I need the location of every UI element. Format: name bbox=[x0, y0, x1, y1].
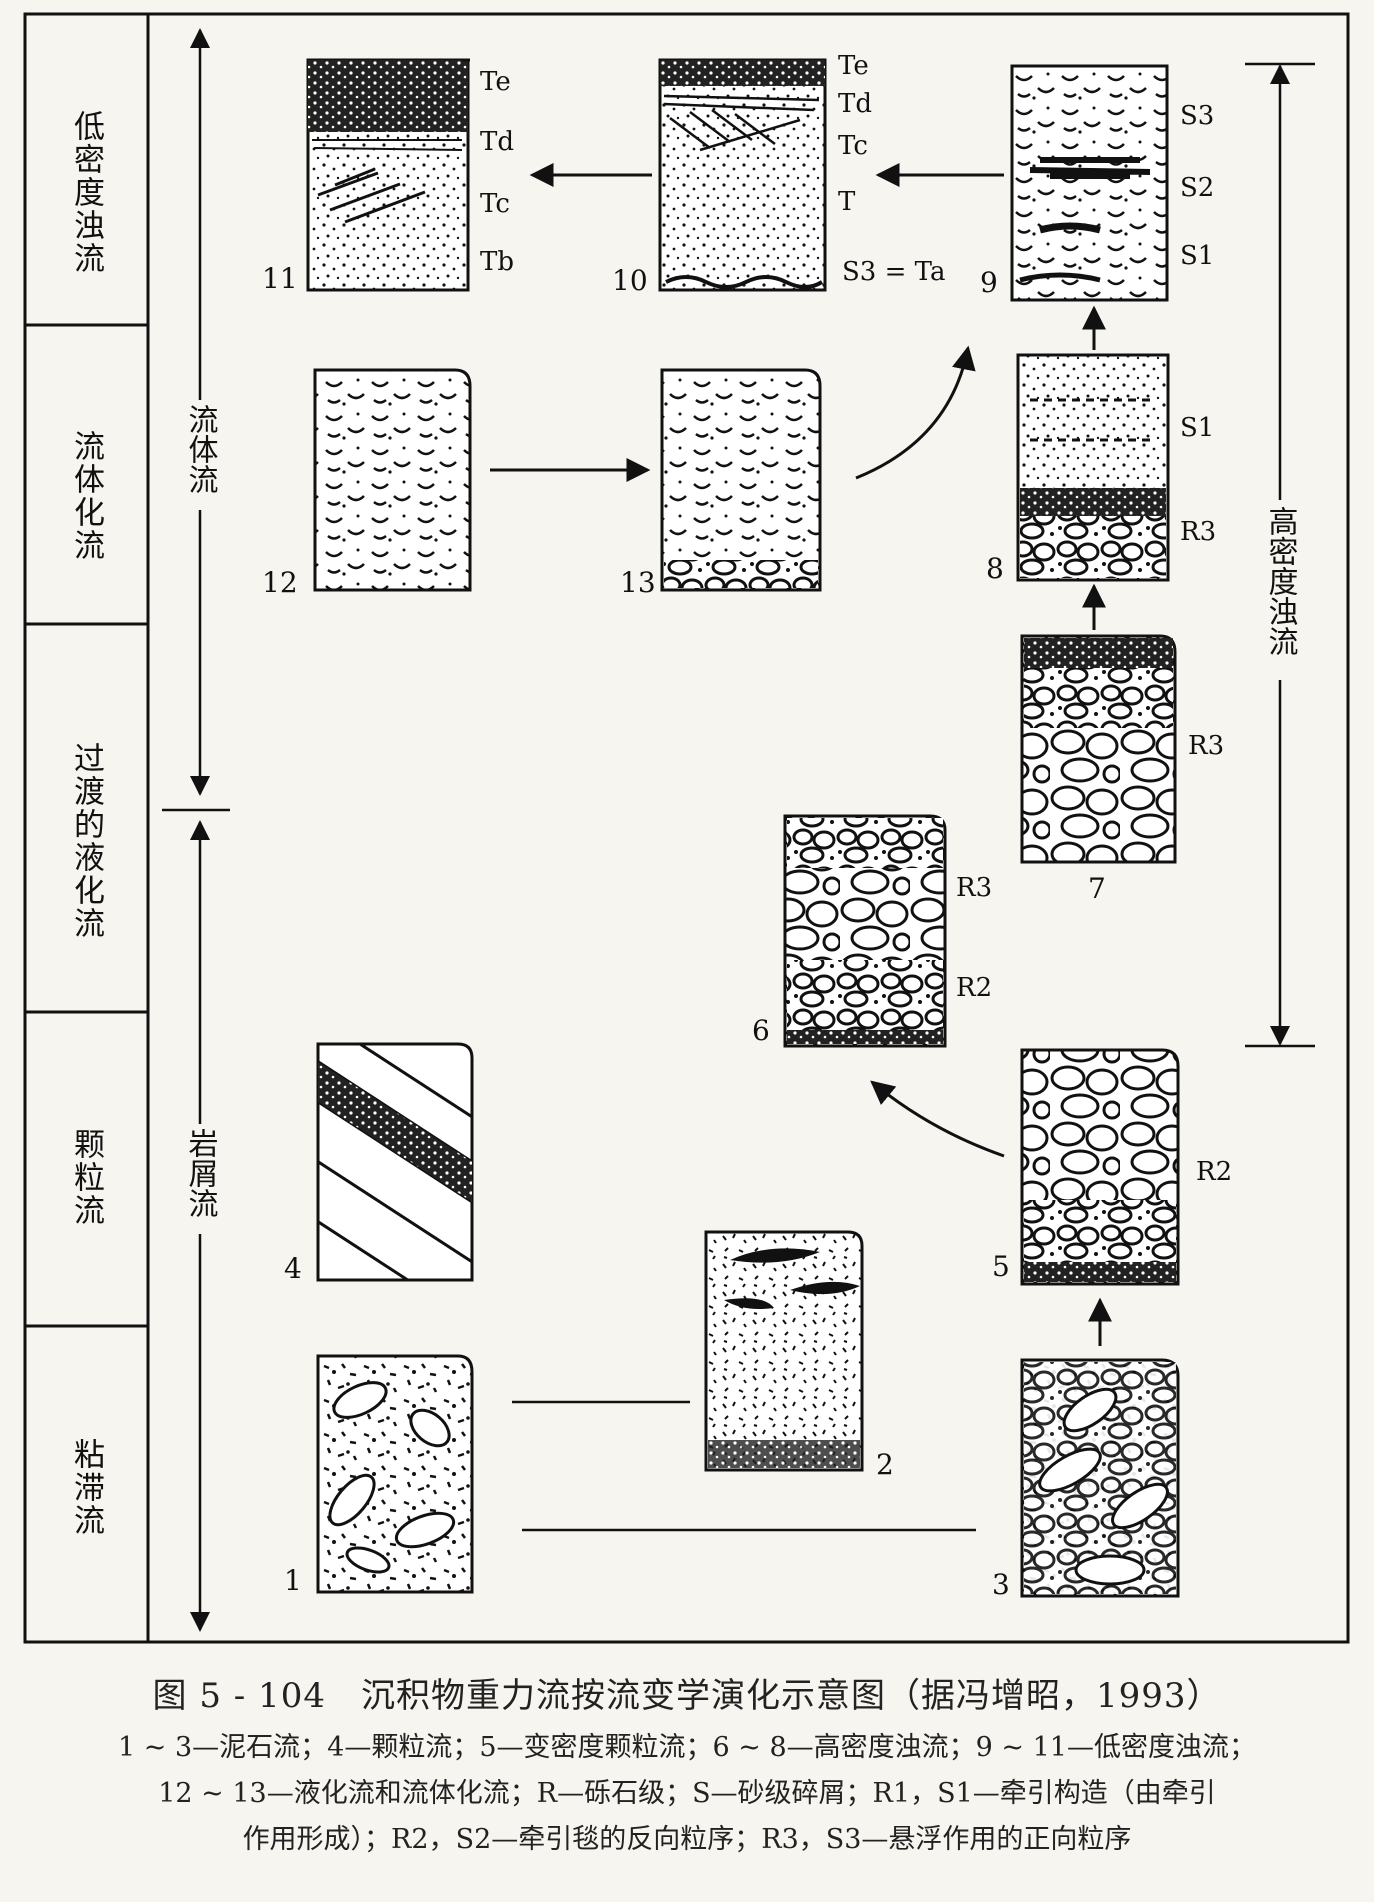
column-4: 4 bbox=[284, 1042, 474, 1285]
c5-r2-label: R2 bbox=[1196, 1157, 1232, 1187]
c4-number: 4 bbox=[284, 1252, 302, 1285]
c9-s2-label: S2 bbox=[1180, 173, 1214, 203]
diagram: 低密度浊流 流体化流 过渡的液化流 颗粒流 粘滞流 流体流 岩屑流 高密度浊流 … bbox=[23, 12, 1350, 1644]
figure-caption-line-2: 12 ~ 13—液化流和流体化流；R—砾石级；S—砂级碎屑；R1，S1—牵引构造… bbox=[158, 1778, 1216, 1809]
arrow-13-to-9 bbox=[855, 345, 976, 480]
c6-number: 6 bbox=[752, 1014, 770, 1047]
figure-caption-line-1: 1 ~ 3—泥石流；4—颗粒流；5—变密度颗粒流；6 ~ 8—高密度浊流；9 ~… bbox=[118, 1732, 1256, 1763]
c7-r3-label: R3 bbox=[1188, 731, 1224, 761]
c9-number: 9 bbox=[980, 266, 998, 299]
c10-number: 10 bbox=[612, 264, 648, 297]
column-6: R3 R2 6 bbox=[752, 814, 992, 1048]
arrow-5-to-6 bbox=[870, 1080, 1005, 1158]
c8-s1-label: S1 bbox=[1180, 413, 1214, 443]
c11-te-label: Te bbox=[480, 67, 511, 97]
c10-td-label: Td bbox=[838, 89, 872, 119]
c11-tb-label: Tb bbox=[480, 247, 514, 277]
column-3: 3 bbox=[992, 1358, 1180, 1601]
column-1: 1 bbox=[284, 1354, 474, 1597]
column-10: Te Td Tc T S3 = Ta 10 bbox=[612, 51, 946, 297]
c6-r2-label: R2 bbox=[956, 973, 992, 1003]
c11-td-label: Td bbox=[480, 127, 514, 157]
fluid-flow-label: 流体流 bbox=[183, 404, 219, 494]
debris-flow-label: 岩屑流 bbox=[183, 1128, 219, 1218]
c8-r3-label: R3 bbox=[1180, 517, 1216, 547]
c12-number: 12 bbox=[262, 566, 298, 599]
row-label-viscous: 粘滞流 bbox=[68, 1438, 105, 1537]
c11-tc-label: Tc bbox=[480, 189, 510, 219]
figure-caption-line-3: 作用形成）；R2，S2—牵引毯的反向粒序；R3，S3—悬浮作用的正向粒序 bbox=[242, 1824, 1132, 1855]
high-density-label: 高密度浊流 bbox=[1263, 506, 1298, 656]
column-11: Te Td Tc Tb 11 bbox=[262, 58, 514, 295]
column-12: 12 bbox=[262, 368, 472, 599]
column-7: R3 7 bbox=[1020, 634, 1224, 905]
c8-number: 8 bbox=[986, 552, 1004, 585]
row-label-fluidized: 流体化流 bbox=[68, 430, 105, 562]
column-2: 2 bbox=[704, 1230, 894, 1481]
c9-s1-label: S1 bbox=[1180, 241, 1214, 271]
row-label-low-density: 低密度浊流 bbox=[68, 110, 105, 275]
c9-s3-label: S3 bbox=[1180, 101, 1214, 131]
c3-number: 3 bbox=[992, 1568, 1010, 1601]
column-13: 13 bbox=[620, 368, 822, 599]
row-label-liquefied: 过渡的液化流 bbox=[68, 742, 104, 940]
c11-number: 11 bbox=[262, 262, 298, 295]
figure-caption-title: 图 5 - 104 沉积物重力流按流变学演化示意图（据冯增昭，1993） bbox=[152, 1676, 1222, 1716]
c10-t-label: T bbox=[838, 187, 856, 217]
c5-number: 5 bbox=[992, 1250, 1010, 1283]
c10-s3-ta-label: S3 = Ta bbox=[842, 257, 946, 287]
column-5: R2 5 bbox=[992, 1048, 1232, 1286]
c13-number: 13 bbox=[620, 566, 656, 599]
c6-r3-label: R3 bbox=[956, 873, 992, 903]
c7-number: 7 bbox=[1088, 872, 1106, 905]
column-9: S3 S2 S1 9 bbox=[980, 64, 1214, 302]
c2-number: 2 bbox=[876, 1448, 894, 1481]
c10-tc-label: Tc bbox=[838, 131, 868, 161]
c1-number: 1 bbox=[284, 1564, 302, 1597]
column-8: S1 R3 8 bbox=[986, 353, 1216, 585]
row-label-grain-flow: 颗粒流 bbox=[68, 1128, 104, 1227]
outer-frame bbox=[23, 12, 1350, 1644]
c10-te-label: Te bbox=[838, 51, 869, 81]
